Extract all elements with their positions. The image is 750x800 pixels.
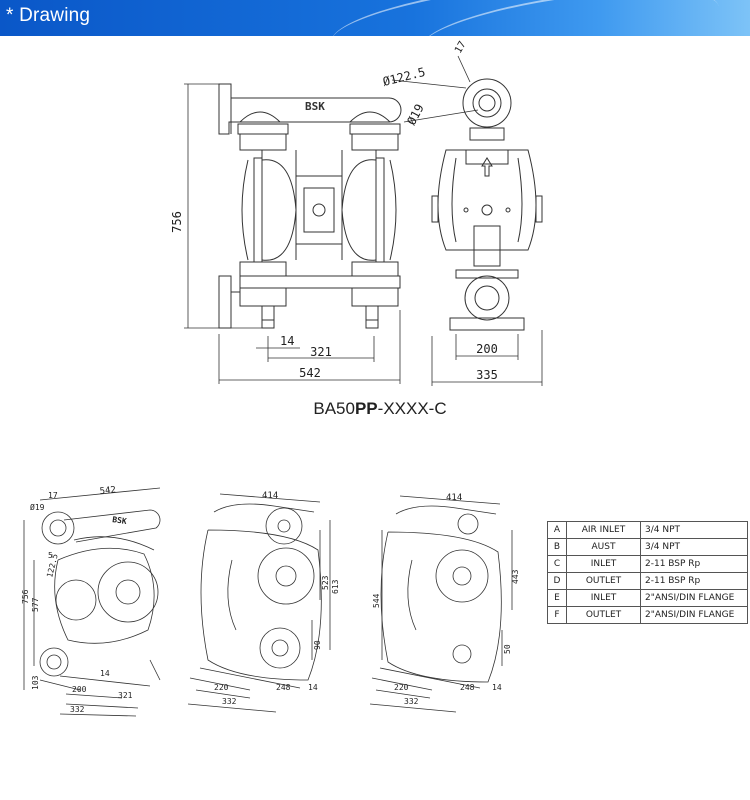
legend-value: 3/4 NPT	[640, 521, 748, 539]
legend-name: INLET	[566, 589, 641, 607]
iso1-brand: BSK	[112, 515, 128, 526]
front-height-label: 756	[170, 211, 184, 233]
iso3-h2: 443	[511, 569, 520, 584]
front-offset-label: 14	[280, 334, 294, 348]
iso1-height: 756	[21, 589, 30, 604]
legend-name: AUST	[566, 538, 641, 556]
side-thickness: 17	[453, 40, 469, 56]
front-view: BSK	[170, 83, 402, 384]
iso3-b1: 220	[394, 683, 409, 692]
legend-key: A	[547, 521, 567, 539]
iso3-b4: 14	[492, 683, 502, 692]
front-brand: BSK	[305, 100, 325, 113]
iso2-b2: 332	[222, 697, 237, 706]
side-view: Ø122.5 Ø19 17 200 335	[381, 40, 543, 386]
front-mid-width-label: 321	[310, 345, 332, 359]
side-total-width: 335	[476, 368, 498, 382]
iso2-h2: 523	[321, 575, 330, 590]
side-flange-diameter: Ø122.5	[381, 65, 426, 89]
front-total-width-label: 542	[299, 366, 321, 380]
iso-view-3: 414 544 443 50 220 332 248 14	[369, 493, 520, 713]
iso1-base-c: 332	[70, 705, 85, 714]
legend-name: OUTLET	[566, 606, 641, 624]
legend-key: D	[547, 572, 567, 590]
model-suffix: -XXXX-C	[377, 399, 447, 418]
model-material: PP	[354, 399, 378, 418]
iso2-top: 414	[262, 491, 278, 501]
iso-view-1: BSK 542 Ø19 17 122.5 5 756 577 103 14 20…	[21, 485, 161, 717]
iso3-h3: 50	[503, 644, 512, 654]
iso1-small-offset: 5	[48, 551, 53, 560]
legend-key: F	[547, 606, 567, 624]
legend-value: 3/4 NPT	[640, 538, 748, 556]
iso3-top: 414	[446, 493, 462, 503]
iso3-h1: 544	[372, 593, 381, 608]
banner-title: * Drawing	[6, 5, 91, 26]
iso-view-2: 414 613 523 90 220 332 248 14	[187, 491, 340, 713]
iso2-b4: 14	[308, 683, 318, 692]
iso1-thick: 17	[48, 491, 58, 500]
iso1-top-width: 542	[99, 485, 116, 497]
iso1-base-a: 200	[72, 685, 87, 694]
model-number: BA50PP-XXXX-C	[290, 399, 470, 419]
legend-key: C	[547, 555, 567, 573]
legend-value: 2"ANSI/DIN FLANGE	[640, 589, 748, 607]
iso3-b2: 332	[404, 697, 419, 706]
legend-key: E	[547, 589, 567, 607]
legend-key: B	[547, 538, 567, 556]
iso2-b3: 248	[276, 683, 291, 692]
legend-name: OUTLET	[566, 572, 641, 590]
legend-name: AIR INLET	[566, 521, 641, 539]
iso1-hole: Ø19	[30, 502, 45, 512]
iso2-h3: 90	[313, 640, 322, 650]
section-banner: * Drawing	[0, 0, 750, 36]
side-base-width: 200	[476, 342, 498, 356]
model-prefix: BA50	[313, 399, 355, 418]
legend-name: INLET	[566, 555, 641, 573]
iso1-bottom: 103	[31, 675, 40, 690]
iso2-h1: 613	[331, 579, 340, 594]
iso3-b3: 248	[460, 683, 475, 692]
iso1-base-small: 14	[100, 669, 110, 678]
legend-value: 2"ANSI/DIN FLANGE	[640, 606, 748, 624]
legend-value: 2-11 BSP Rp	[640, 555, 748, 573]
iso2-b1: 220	[214, 683, 229, 692]
iso1-height-inner: 577	[31, 597, 40, 612]
side-hole-diameter: Ø19	[404, 102, 427, 128]
legend-value: 2-11 BSP Rp	[640, 572, 748, 590]
iso1-base-b: 321	[118, 691, 133, 700]
